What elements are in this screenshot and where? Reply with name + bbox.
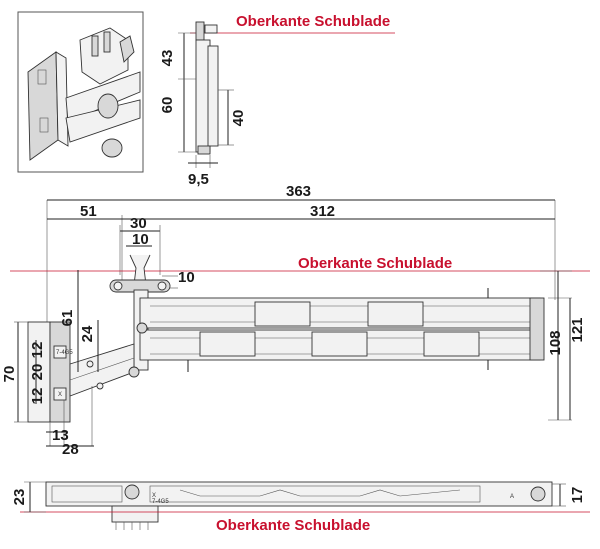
- dim-12-top: 12: [29, 342, 46, 359]
- side-view-top: Oberkante Schublade 43 60 40 9,5: [159, 13, 395, 188]
- dim-24: 24: [79, 325, 96, 342]
- dim-10-top: 10: [132, 231, 149, 248]
- dim-70: 70: [1, 366, 18, 383]
- dim-20: 20: [29, 364, 46, 381]
- main-view: 363 51 312 30 10 Oberkante Schublade 10: [1, 183, 590, 458]
- reference-label-top: Oberkante Schublade: [236, 13, 390, 30]
- dim-108: 108: [547, 330, 564, 355]
- bottom-view: X 7-4G5 A Oberkante Schublade 23 17: [11, 481, 590, 534]
- dim-60: 60: [159, 97, 176, 114]
- dim-40: 40: [230, 110, 247, 127]
- reference-label-bottom: Oberkante Schublade: [216, 517, 370, 534]
- reference-label-main: Oberkante Schublade: [298, 255, 452, 272]
- mark-plate-2: X: [58, 392, 62, 398]
- dim-61: 61: [59, 310, 76, 327]
- dim-10-side: 10: [178, 269, 195, 286]
- dim-23: 23: [11, 489, 28, 506]
- dim-28: 28: [62, 441, 79, 458]
- dim-30: 30: [130, 215, 147, 232]
- mark-plate-1: 7-4G5: [56, 350, 73, 356]
- dim-363: 363: [286, 183, 311, 200]
- mark-bottom-2: 7-4G5: [152, 499, 169, 505]
- dim-43: 43: [159, 50, 176, 67]
- dim-17: 17: [569, 487, 586, 504]
- dim-9-5: 9,5: [188, 171, 209, 188]
- dim-312: 312: [310, 203, 335, 220]
- dim-13: 13: [52, 427, 69, 444]
- mark-bottom-1: X: [152, 493, 156, 499]
- upper-rail: [139, 297, 541, 329]
- perspective-inset: [17, 11, 144, 173]
- mark-bottom-3: A: [510, 494, 514, 500]
- dim-12-bottom: 12: [29, 388, 46, 405]
- dim-121: 121: [569, 317, 586, 342]
- dim-51: 51: [80, 203, 97, 220]
